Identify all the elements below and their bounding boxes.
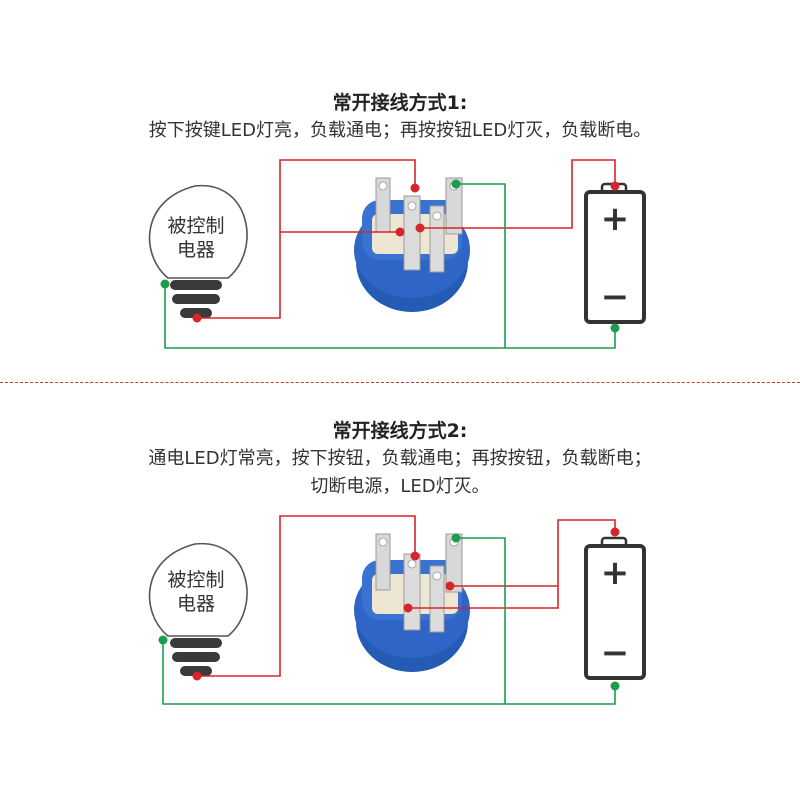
- load-bulb: 被控制 电器: [148, 543, 248, 676]
- diagram-1-description: 按下按键LED灯亮，负载通电；再按按钮LED灯灭，负载断电。: [148, 120, 652, 141]
- load-label-line1: 被控制: [167, 215, 224, 237]
- load-label-line1: 被控制: [167, 569, 224, 591]
- wiring-diagram-2: 常开接线方式2: 通电LED灯常亮，按下按钮，负载通电；再按按钮，负载断电； 切…: [0, 400, 800, 800]
- diagram-2-drawing: 被控制 电器 + −: [148, 515, 646, 705]
- section-divider: [0, 382, 800, 383]
- battery-minus-label: −: [601, 633, 630, 673]
- diagram-2-title: 常开接线方式2:: [332, 420, 468, 442]
- battery: + −: [584, 182, 646, 324]
- diagram-2-description-line2: 切断电源，LED灯灭。: [310, 476, 490, 497]
- wiring-diagram-1: 常开接线方式1: 按下按键LED灯亮，负载通电；再按按钮LED灯灭，负载断电。 …: [148, 92, 652, 349]
- diagram-1-title: 常开接线方式1:: [332, 92, 468, 114]
- load-label-line2: 电器: [177, 239, 215, 261]
- load-label-line2: 电器: [177, 593, 215, 615]
- diagram-2-description-line1: 通电LED灯常亮，按下按钮，负载通电；再按按钮，负载断电；: [148, 448, 652, 469]
- connection-dots: [158, 527, 620, 691]
- diagram-1-drawing: 被控制 电器 + −: [148, 159, 646, 349]
- connection-dots: [160, 179, 620, 333]
- push-button-switch: [354, 177, 470, 312]
- battery-plus-label: +: [601, 553, 630, 593]
- wires: [164, 159, 616, 349]
- wires: [162, 515, 616, 705]
- load-bulb: 被控制 电器: [148, 185, 248, 318]
- battery: + −: [584, 536, 646, 680]
- battery-plus-label: +: [601, 199, 630, 239]
- battery-minus-label: −: [601, 277, 630, 317]
